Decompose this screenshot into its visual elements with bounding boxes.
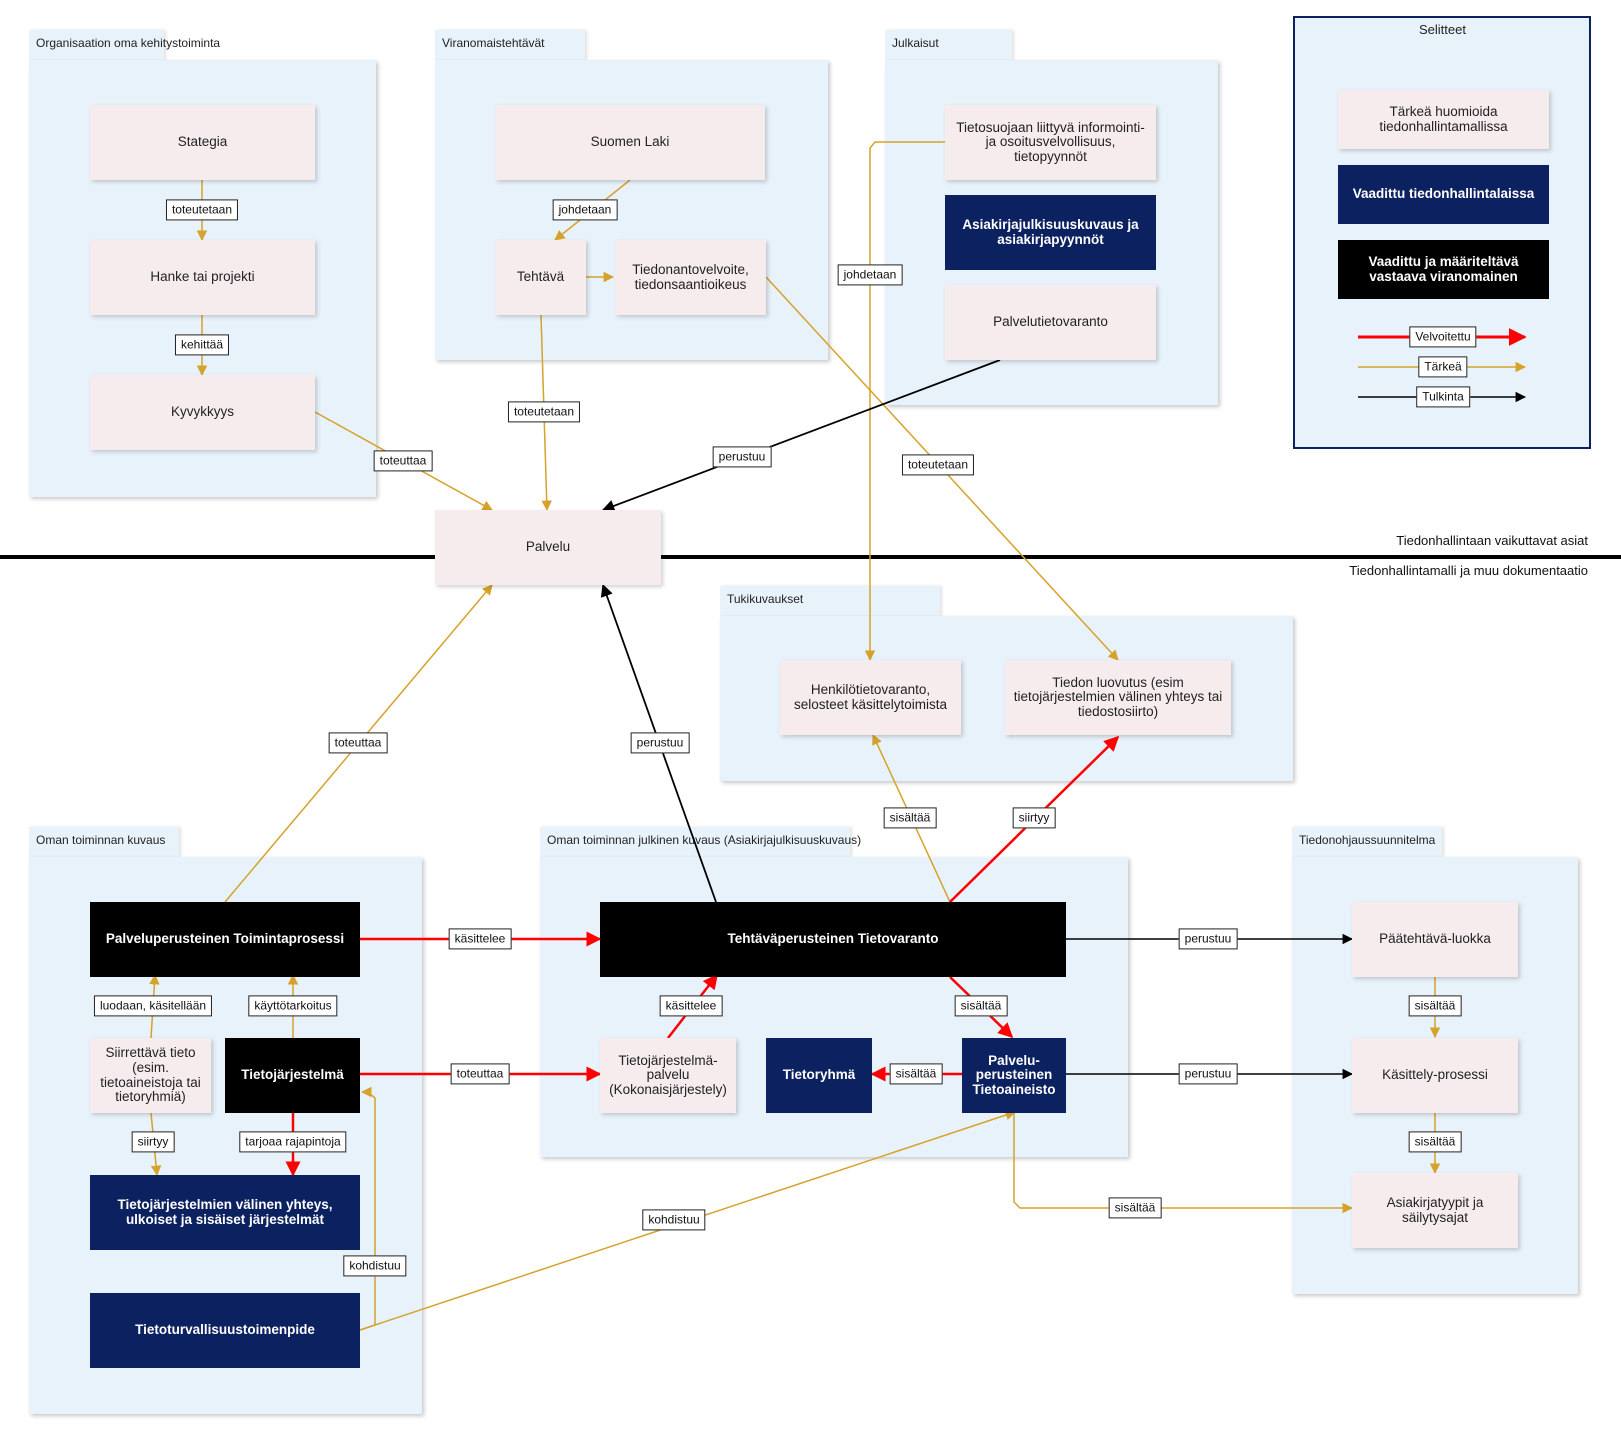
node-tietoturva[interactable]: Tietoturvallisuustoimenpide <box>90 1293 360 1368</box>
legend-title: Selitteet <box>1419 22 1466 37</box>
node-tietovaranto[interactable]: Tehtäväperusteinen Tietovaranto <box>600 902 1066 977</box>
edge-label-kyvykkyys-palvelu: toteuttaa <box>373 450 433 472</box>
node-hanke[interactable]: Hanke tai projekti <box>90 240 315 315</box>
edge-label-tiedonanto-luovutus: toteutetaan <box>901 454 975 476</box>
node-tj-palvelu[interactable]: Tietojärjestelmä-palvelu (Kokonaisjärjes… <box>600 1038 736 1113</box>
edge-label-siirrettava-toimintaprosessi: luodaan, käsitellään <box>93 995 213 1017</box>
edge-label-tietoturva-tietoaineisto: kohdistuu <box>642 1209 706 1231</box>
node-kasittely[interactable]: Käsittely-prosessi <box>1352 1038 1518 1113</box>
edge-label-tietojarjestelma-toimintaprosessi: käyttötarkoitus <box>248 995 338 1017</box>
legend-red-line-label: Velvoitettu <box>1409 326 1477 348</box>
package-tab-publications <box>885 30 1012 60</box>
package-title-records-plan: Tiedonohjaussuunnitelma <box>1299 833 1436 847</box>
edge-label-toimintaprosessi-tietovaranto: käsittelee <box>448 928 512 950</box>
node-tiedon-luovutus[interactable]: Tiedon luovutus (esim tietojärjestelmien… <box>1005 660 1231 735</box>
node-strategia[interactable]: Stategia <box>90 105 315 180</box>
edge-label-toimintaprosessi-palvelu: toteuttaa <box>328 732 388 754</box>
package-title-support: Tukikuvaukset <box>727 592 804 606</box>
node-toimintaprosessi[interactable]: Palveluperusteinen Toimintaprosessi <box>90 902 360 977</box>
edge-label-hanke-kyvykkyys: kehittää <box>174 334 230 356</box>
edge-label-siirrettava-yhteys: siirtyy <box>131 1131 175 1153</box>
node-valinen-yhteys[interactable]: Tietojärjestelmien välinen yhteys, ulkoi… <box>90 1175 360 1250</box>
edge-label-tietovaranto-palvelu: perustuu <box>630 732 690 754</box>
edge-tietoturva-tietojarjestelma <box>359 1086 376 1331</box>
node-siirrettava[interactable]: Siirrettävä tieto (esim. tietoaineistoja… <box>90 1038 211 1113</box>
edge-label-paatehtava-kasittely: sisältää <box>1408 995 1462 1017</box>
node-tietojarjestelma[interactable]: Tietojärjestelmä <box>225 1038 360 1113</box>
edge-label-tietoaineisto-kasittely: perustuu <box>1178 1063 1238 1085</box>
package-title-org-dev: Organisaation oma kehitystoiminta <box>36 36 221 50</box>
edge-palvelutietovaranto-palvelu <box>601 359 1001 512</box>
edge-label-tjpalvelu-tietovaranto: käsittelee <box>659 995 723 1017</box>
node-tietoaineisto[interactable]: Palvelu-perusteinen Tietoaineisto <box>962 1038 1066 1113</box>
package-tab-support <box>720 586 940 616</box>
legend-black-line-label: Tulkinta <box>1416 386 1470 408</box>
node-paatehtava[interactable]: Päätehtävä-luokka <box>1352 902 1518 977</box>
edge-label-kasittely-asiakirjatyypit: sisältää <box>1408 1131 1462 1153</box>
legend-navy-swatch: Vaadittu tiedonhallintalaissa <box>1338 165 1549 224</box>
edge-label-tietovaranto-paatehtava: perustuu <box>1178 928 1238 950</box>
edge-label-tietoturva-tietojarjestelma: kohdistuu <box>343 1255 407 1277</box>
node-henkilotietovaranto[interactable]: Henkilötietovaranto, selosteet käsittely… <box>780 660 961 735</box>
edge-label-tietojarjestelma-tjpalvelu: toteuttaa <box>450 1063 510 1085</box>
package-title-own-activity: Oman toiminnan kuvaus <box>36 833 166 847</box>
edge-tietosuoja-henkilo <box>864 141 945 662</box>
edge-label-laki-tehtava: johdetaan <box>552 199 618 221</box>
node-asiakirjajulkisuus[interactable]: Asiakirjajulkisuuskuvaus ja asiakirjapyy… <box>945 195 1156 270</box>
node-suomen-laki[interactable]: Suomen Laki <box>495 105 765 180</box>
edge-label-tehtava-palvelu: toteutetaan <box>507 401 581 423</box>
node-tiedonanto[interactable]: Tiedonantovelvoite, tiedonsaantioikeus <box>615 240 766 315</box>
separator-label-above: Tiedonhallintaan vaikuttavat asiat <box>1396 533 1588 548</box>
node-tehtava[interactable]: Tehtävä <box>495 240 586 315</box>
edge-label-tietoaineisto-tietoryhma: sisältää <box>889 1063 943 1085</box>
edge-label-tietovaranto-tietoaineisto: sisältää <box>954 995 1008 1017</box>
package-tab-org-dev <box>29 30 164 60</box>
node-tietoryhma[interactable]: Tietoryhmä <box>766 1038 872 1113</box>
node-palvelutietovaranto[interactable]: Palvelutietovaranto <box>945 285 1156 360</box>
package-tab-authority <box>435 30 585 60</box>
separator-label-below: Tiedonhallintamalli ja muu dokumentaatio <box>1349 563 1588 578</box>
edge-label-tietoaineisto-asiakirjatyypit: sisältää <box>1108 1197 1162 1219</box>
edge-label-tietovaranto-luovutus: siirtyy <box>1012 807 1056 829</box>
legend-black-swatch: Vaadittu ja määriteltävä vastaava virano… <box>1338 240 1549 299</box>
edge-tietoaineisto-asiakirjatyypit <box>1013 1112 1354 1214</box>
node-kyvykkyys[interactable]: Kyvykkyys <box>90 375 315 450</box>
package-title-authority: Viranomaistehtävät <box>442 36 545 50</box>
package-title-own-public: Oman toiminnan julkinen kuvaus (Asiakirj… <box>547 833 862 847</box>
edge-label-tietojarjestelma-yhteys: tarjoaa rajapintoja <box>239 1131 347 1153</box>
edge-label-palvelutietovaranto-palvelu: perustuu <box>712 446 772 468</box>
package-tab-own-activity <box>29 827 179 857</box>
edge-label-tietovaranto-henkilo: sisältää <box>883 807 937 829</box>
node-palvelu[interactable]: Palvelu <box>435 510 661 585</box>
edge-label-tietosuoja-henkilo: johdetaan <box>837 264 903 286</box>
package-tab-records-plan <box>1292 827 1442 857</box>
legend-pink-swatch: Tärkeä huomioida tiedonhallintamallissa <box>1338 90 1549 149</box>
package-title-publications: Julkaisut <box>892 36 939 50</box>
node-tietosuoja[interactable]: Tietosuojaan liittyvä informointi- ja os… <box>945 105 1156 180</box>
node-asiakirjatyypit[interactable]: Asiakirjatyypit ja säilytysajat <box>1352 1173 1518 1248</box>
edge-label-strategia-hanke: toteutetaan <box>165 199 239 221</box>
legend-gold-line-label: Tärkeä <box>1418 356 1468 378</box>
